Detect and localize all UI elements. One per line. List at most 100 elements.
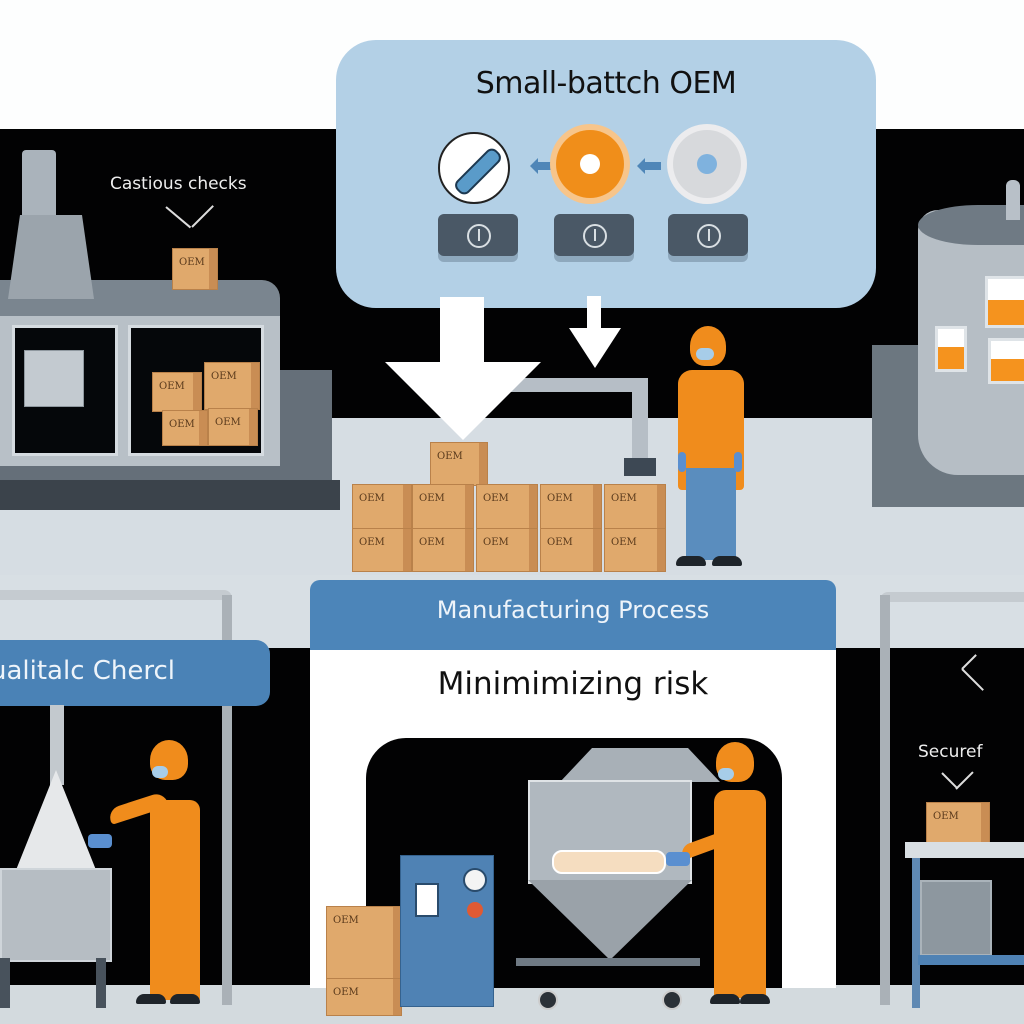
table-rail [918,955,1024,965]
box-label: OEM [159,381,185,392]
box: OEM [152,372,202,412]
box-label: OEM [611,537,637,548]
table-leg [96,958,106,1008]
worker-top-head [690,326,726,366]
sifter-stem [50,705,64,785]
stop-button[interactable] [467,902,483,918]
box-label: OEM [437,451,463,462]
shoe-icon [710,994,740,1004]
box-label: OEM [169,419,195,430]
flow-arrow-left-icon [530,158,554,174]
box-label: OEM [419,537,445,548]
wheel-icon [662,990,682,1010]
hopper-lid [560,748,720,782]
sifter-cone [16,770,96,870]
worker-center-body [714,790,766,998]
sifter-cabinet [0,868,112,962]
tank-pipe [1006,180,1020,220]
box: OEM [326,978,402,1016]
minimizing-risk-label: Minimimizing risk [437,666,709,702]
packing-table [905,842,1024,858]
tank-window [935,326,967,372]
quality-check-banner [0,640,270,706]
box: OEM [604,484,666,530]
worker-top-legs [686,468,736,560]
box-label: OEM [179,257,205,268]
orange-gear-icon[interactable] [556,130,624,198]
tank-window [988,338,1024,384]
shoe-icon [170,994,200,1004]
flask-icon [8,215,94,299]
capsule-icon[interactable] [438,132,510,204]
box-label: OEM [211,371,237,382]
glove-icon [678,452,686,472]
box-label: OEM [215,417,241,428]
down-arrow-large-icon [440,297,484,367]
glove-icon [88,834,112,848]
box-label: OEM [547,493,573,504]
box: OEM [326,906,402,980]
drawer-cabinet[interactable] [920,880,992,956]
box: OEM [162,410,208,446]
box: OEM [208,408,258,446]
control-button-3[interactable] [668,214,748,256]
worker-left-body [150,800,200,1000]
frame-post [880,595,890,1005]
pipe [510,378,648,392]
frame-rail [880,592,1024,602]
flask-neck [22,150,56,220]
pipe-nozzle [624,458,656,476]
box-label: OEM [359,537,385,548]
down-arrow-small-icon [587,296,601,330]
hopper-window [552,850,666,874]
table-leg [0,958,10,1008]
glove-icon [666,852,690,866]
shoe-icon [676,556,706,566]
cautious-checks-label: Castious checks [110,174,247,194]
box-label: OEM [547,537,573,548]
box: OEM [476,484,538,530]
shoe-icon [712,556,742,566]
box: OEM [412,528,474,572]
secure-label: Securef [918,742,983,762]
control-button-1[interactable] [438,214,518,256]
wheel-icon [538,990,558,1010]
box-label: OEM [333,915,359,926]
pipe-vertical [632,378,648,468]
dial-icon [467,224,491,248]
box: OEM [352,528,412,572]
box-label: OEM [359,493,385,504]
document-icon [415,883,439,917]
frame-post [222,595,232,1005]
manufacturing-process-banner [310,580,836,650]
down-arrow-small-head [569,328,621,368]
box-label: OEM [419,493,445,504]
hopper-cart [516,958,700,966]
control-cabinet[interactable] [400,855,494,1007]
table-leg [912,858,920,1008]
down-arrow-large-head [385,362,541,440]
box: OEM [412,484,474,530]
frame-rail [0,590,232,600]
control-button-2[interactable] [554,214,634,256]
flow-arrow-left-icon [637,158,661,174]
dial-icon [697,224,721,248]
box-label: OEM [483,493,509,504]
box-label: OEM [333,987,359,998]
box: OEM [540,484,602,530]
manufacturing-process-label: Manufacturing Process [436,596,710,624]
face-mask-icon [696,348,714,360]
box-label: OEM [483,537,509,548]
gauge-icon [463,868,487,892]
grey-gear-icon[interactable] [673,130,741,198]
box-label: OEM [933,811,959,822]
hopper-cone [528,880,692,960]
cautious-box: OEM [172,248,218,290]
tank-window [985,276,1024,328]
face-mask-icon [152,766,168,778]
glove-icon [734,452,742,472]
box-label: OEM [611,493,637,504]
shoe-icon [136,994,166,1004]
box: OEM [540,528,602,572]
box: OEM [352,484,412,530]
